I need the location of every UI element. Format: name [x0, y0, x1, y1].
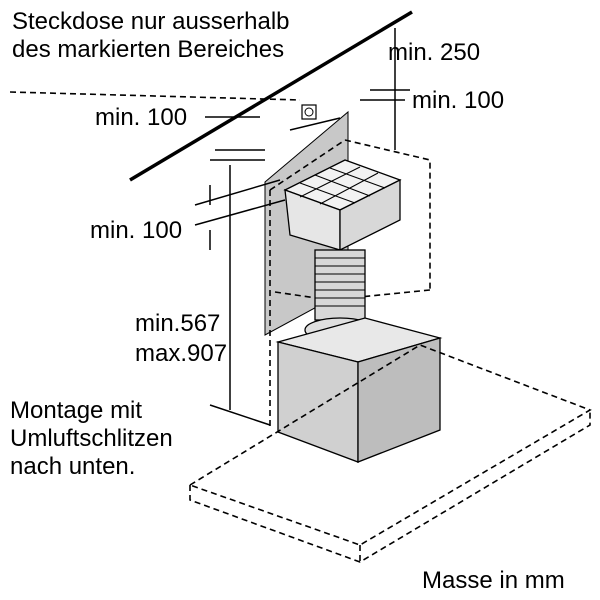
ceiling-line — [129, 10, 413, 182]
dim-height-max: max.907 — [135, 340, 227, 367]
socket-note-line1: Steckdose nur ausserhalb — [12, 8, 290, 35]
dim-min-100-top-right: min. 100 — [412, 87, 504, 114]
dim-height-min: min.567 — [135, 310, 220, 337]
carbon-filter — [283, 159, 402, 252]
dim-min-100-left: min. 100 — [90, 217, 182, 244]
ceiling-outline — [9, 91, 301, 101]
mount-note-line1: Montage mit — [10, 397, 142, 424]
dimension-lines — [194, 28, 410, 426]
hood-canopy-outline — [188, 344, 592, 563]
dim-min-100-top-left: min. 100 — [95, 104, 187, 131]
mount-note-line2: Umluftschlitzen — [10, 425, 173, 452]
socket-icon — [301, 104, 317, 120]
socket-note-line2: des markierten Bereiches — [12, 36, 284, 63]
units-note: Masse in mm — [422, 567, 565, 594]
mount-note-line3: nach unten. — [10, 453, 135, 480]
hood-body — [275, 317, 443, 463]
dim-min-250: min. 250 — [388, 39, 480, 66]
